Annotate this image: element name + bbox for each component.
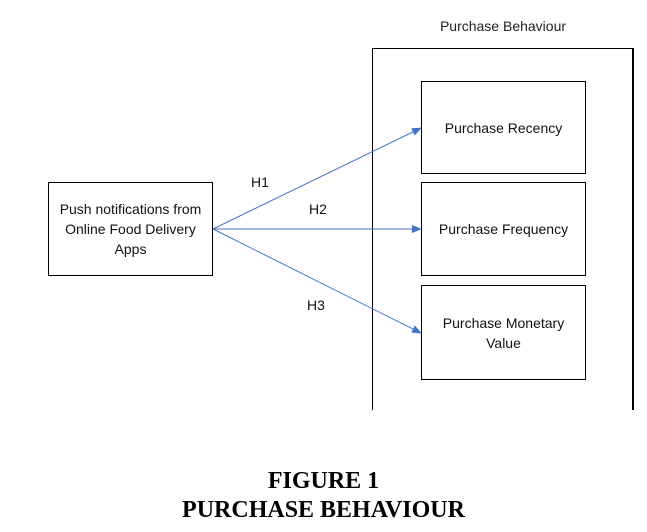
group-title: Purchase Behaviour (439, 18, 567, 34)
purchase-recency-label: Purchase Recency (444, 119, 563, 136)
push-notifications-label: Push notifications from Online Food Deli… (59, 201, 202, 257)
h1-label: H1 (251, 174, 269, 190)
h3-label: H3 (307, 297, 325, 313)
purchase-recency-box: Purchase Recency (421, 81, 586, 174)
figure-number: FIGURE 1 (267, 468, 380, 494)
figure-title: PURCHASE BEHAVIOUR (182, 497, 465, 523)
push-notifications-box: Push notifications from Online Food Deli… (48, 182, 213, 276)
purchase-monetary-value-box: Purchase Monetary Value (421, 285, 586, 380)
h2-label: H2 (309, 201, 327, 217)
purchase-frequency-box: Purchase Frequency (421, 182, 586, 276)
purchase-frequency-label: Purchase Frequency (438, 221, 569, 237)
purchase-monetary-value-label: Purchase Monetary Value (442, 314, 565, 351)
